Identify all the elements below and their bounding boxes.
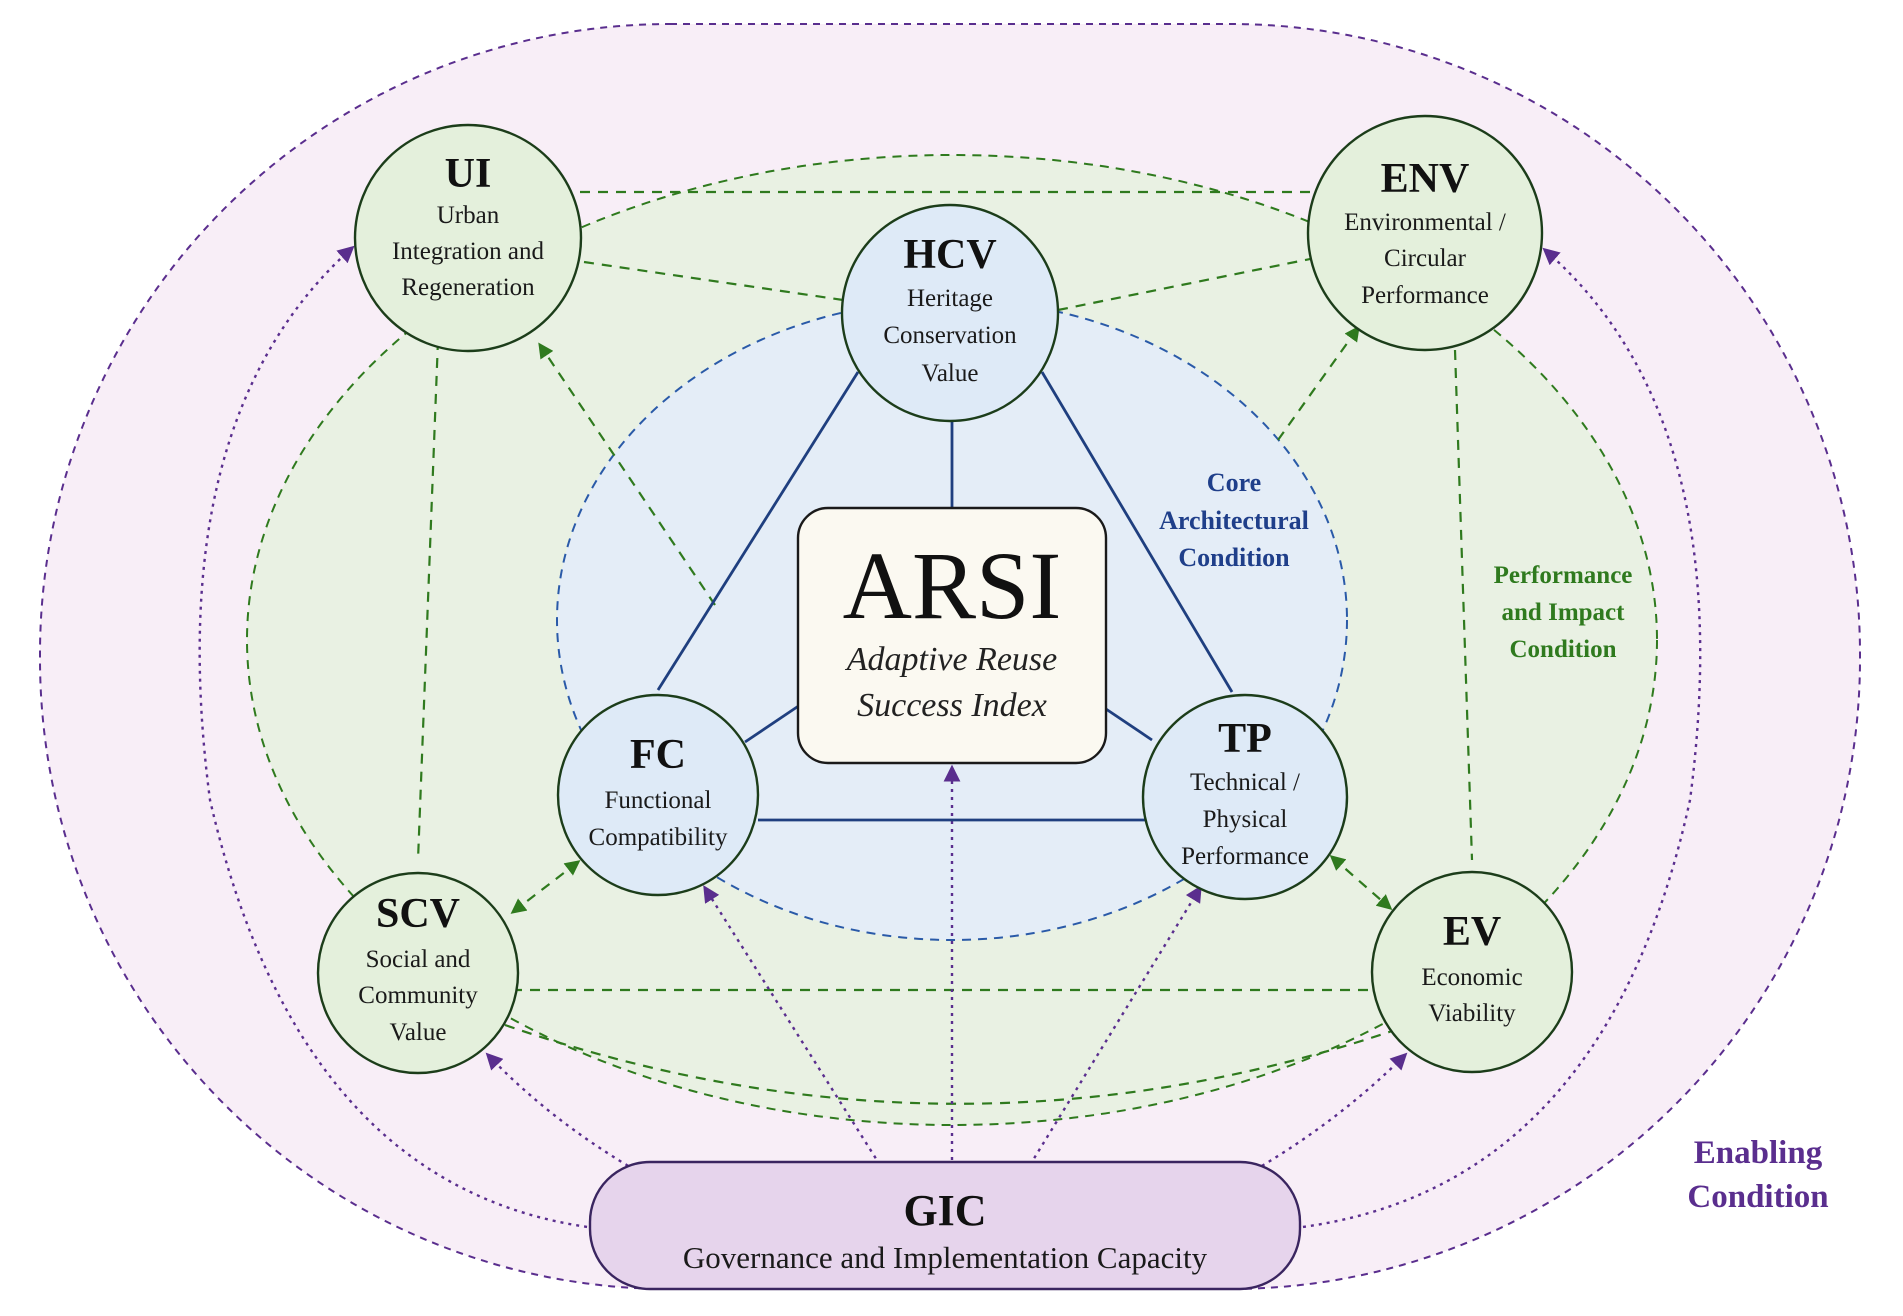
node-fc-circle	[556, 693, 760, 897]
node-scv-abbr: SCV	[376, 891, 460, 937]
perf-label-line-3: Condition	[1510, 636, 1617, 663]
perf-label-line-1: Performance	[1494, 562, 1633, 589]
node-env: ENV Environmental / Circular Performance	[1306, 114, 1544, 352]
node-ev: EV Economic Viability	[1370, 870, 1574, 1074]
arsi-subtitle-line-2: Success Index	[857, 687, 1047, 724]
node-fc: FC Functional Compatibility	[556, 693, 760, 897]
node-ui-line-3: Regeneration	[401, 274, 535, 301]
node-hcv-line-3: Value	[922, 360, 979, 387]
node-ev-line-1: Economic	[1421, 964, 1522, 991]
node-ui-line-2: Integration and	[392, 238, 545, 265]
enabling-label-line-2: Condition	[1687, 1179, 1828, 1215]
node-scv: SCV Social and Community Value	[316, 871, 520, 1075]
perf-label-line-2: and Impact	[1502, 599, 1626, 626]
node-ui-abbr: UI	[445, 151, 492, 197]
node-env-line-2: Circular	[1384, 245, 1467, 272]
enabling-zone-label: Enabling Condition	[1687, 1135, 1828, 1215]
node-tp-line-1: Technical /	[1190, 769, 1300, 796]
node-hcv-circle	[840, 203, 1060, 423]
node-fc-line-1: Functional	[605, 787, 712, 814]
node-tp-line-2: Physical	[1203, 806, 1288, 833]
node-ui: UI Urban Integration and Regeneration	[353, 123, 583, 353]
enabling-links	[198, 245, 1702, 1230]
node-hcv-abbr: HCV	[903, 232, 996, 278]
node-env-abbr: ENV	[1381, 156, 1470, 202]
node-hcv: HCV Heritage Conservation Value	[840, 203, 1060, 423]
node-ev-line-2: Viability	[1428, 1000, 1516, 1027]
gic-pill	[588, 1160, 1302, 1291]
arsi-center: ARSI Adaptive Reuse Success Index	[796, 506, 1108, 765]
node-fc-abbr: FC	[630, 732, 686, 778]
core-label-line-1: Core	[1207, 468, 1261, 497]
node-ui-line-1: Urban	[437, 202, 500, 229]
gic-label: Governance and Implementation Capacity	[683, 1240, 1208, 1275]
gic-abbr: GIC	[903, 1186, 986, 1235]
node-hcv-line-1: Heritage	[907, 285, 993, 312]
node-scv-circle	[316, 871, 520, 1075]
gic-node: GIC Governance and Implementation Capaci…	[588, 1160, 1302, 1291]
arsi-box	[796, 506, 1108, 765]
performance-zone-label: Performance and Impact Condition	[1494, 562, 1633, 663]
node-scv-line-2: Community	[358, 982, 478, 1009]
node-fc-line-2: Compatibility	[589, 824, 728, 851]
node-env-line-1: Environmental /	[1344, 209, 1506, 236]
node-scv-line-3: Value	[390, 1019, 447, 1046]
node-tp-abbr: TP	[1218, 716, 1272, 762]
node-tp: TP Technical / Physical Performance	[1141, 693, 1349, 901]
arsi-title: ARSI	[843, 532, 1062, 639]
node-env-circle	[1306, 114, 1544, 352]
node-hcv-line-2: Conservation	[883, 322, 1017, 349]
core-links	[656, 371, 1234, 822]
core-label-line-2: Architectural	[1159, 506, 1309, 535]
enabling-label-line-1: Enabling	[1694, 1135, 1823, 1171]
node-ev-abbr: EV	[1443, 909, 1501, 955]
core-label-line-3: Condition	[1178, 543, 1290, 572]
node-ui-circle	[353, 123, 583, 353]
core-zone-label: Core Architectural Condition	[1159, 468, 1309, 572]
arsi-subtitle-line-1: Adaptive Reuse	[845, 641, 1058, 678]
node-env-line-3: Performance	[1361, 282, 1489, 309]
node-tp-line-3: Performance	[1181, 843, 1309, 870]
node-ev-circle	[1370, 870, 1574, 1074]
node-tp-circle	[1141, 693, 1349, 901]
node-scv-line-1: Social and	[366, 946, 471, 973]
